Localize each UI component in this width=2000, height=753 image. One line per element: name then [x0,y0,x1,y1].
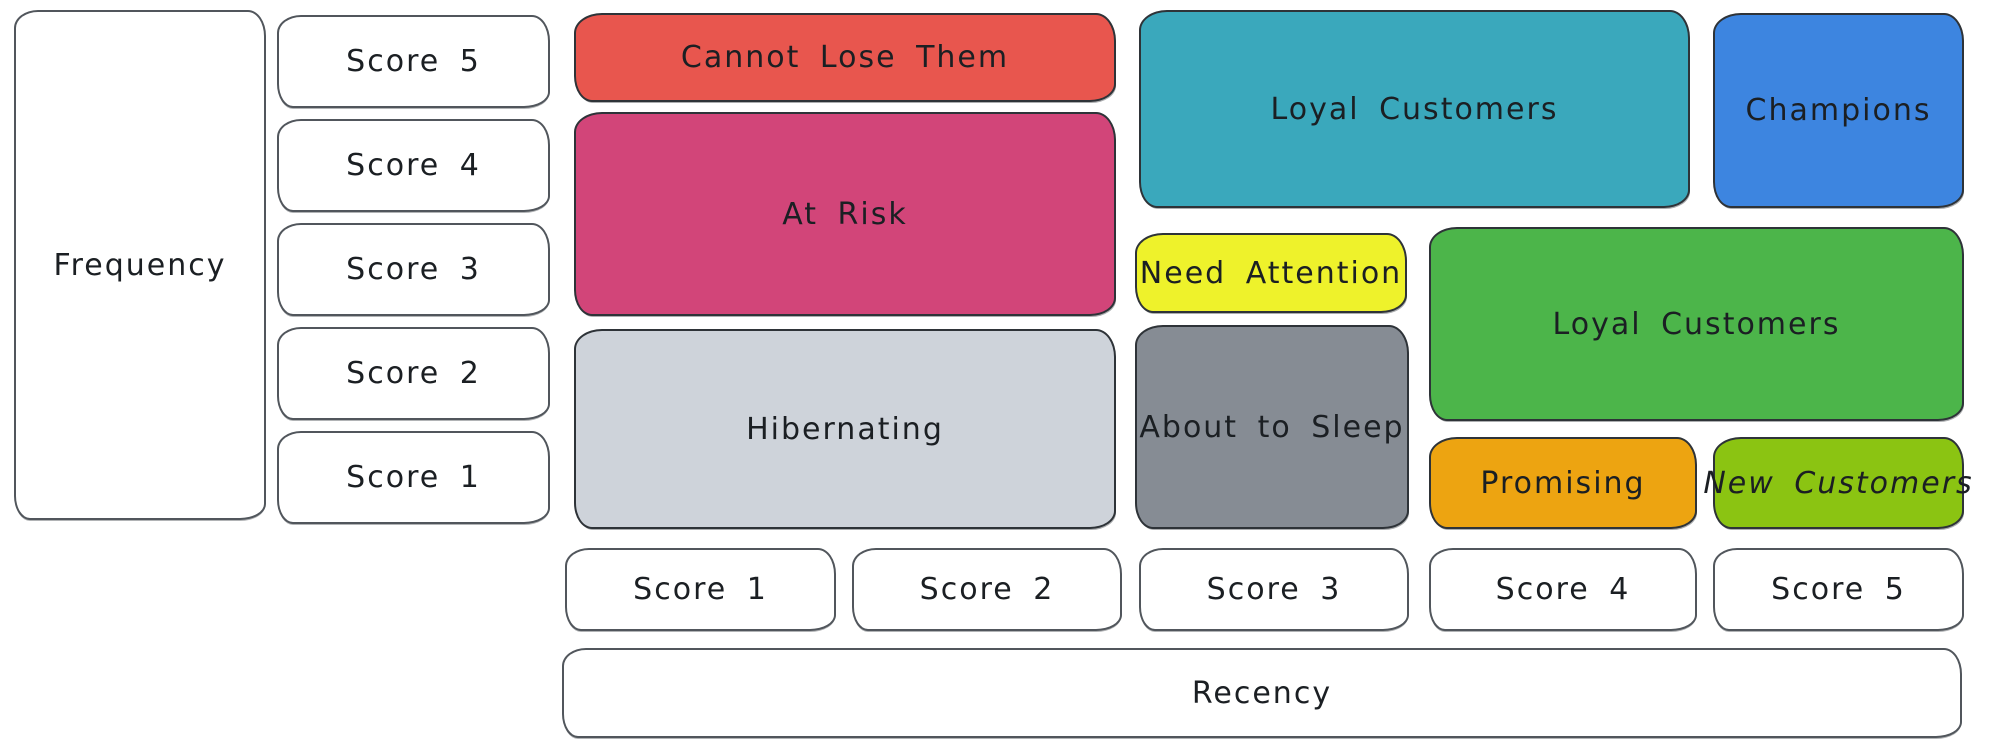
recency-score-4: Score 4 [1429,548,1697,631]
segment-cannot-lose-them: Cannot Lose Them [574,13,1116,102]
frequency-score-1: Score 1 [277,431,550,524]
segment-hibernating: Hibernating [574,329,1116,529]
frequency-axis-label: Frequency [14,10,266,520]
segment-at-risk: At Risk [574,112,1116,316]
segment-need-attention: Need Attention [1135,233,1407,313]
frequency-score-3: Score 3 [277,223,550,316]
segment-promising: Promising [1429,437,1697,529]
recency-score-1: Score 1 [565,548,836,631]
segment-loyal-customers-green: Loyal Customers [1429,227,1964,421]
frequency-score-5: Score 5 [277,15,550,108]
recency-score-2: Score 2 [852,548,1122,631]
segment-new-customers: New Customers [1703,437,1972,529]
segment-loyal-customers-teal: Loyal Customers [1139,10,1690,208]
recency-score-3: Score 3 [1139,548,1409,631]
segment-champions: Champions [1713,13,1964,208]
recency-score-5: Score 5 [1713,548,1964,631]
frequency-score-4: Score 4 [277,119,550,212]
segment-about-to-sleep: About to Sleep [1135,325,1409,529]
frequency-score-2: Score 2 [277,327,550,420]
recency-axis-label: Recency [562,648,1962,738]
